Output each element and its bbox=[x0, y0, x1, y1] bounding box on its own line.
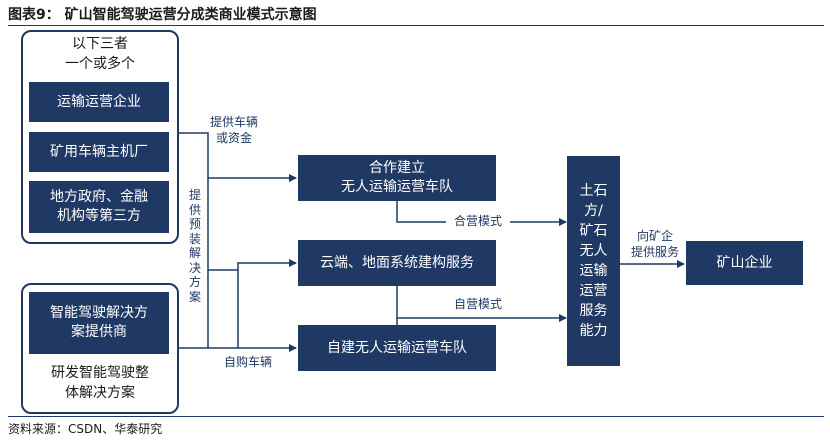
label-provide-solution: 提供预装解决方案 bbox=[188, 188, 201, 304]
label-to-mining: 向矿企 提供服务 bbox=[630, 229, 679, 259]
self-built-fleet-box: 自建无人运输运营车队 bbox=[298, 325, 496, 371]
connector-to-cloud-top bbox=[208, 259, 297, 271]
source-note: 资料来源：CSDN、华泰研究 bbox=[8, 422, 163, 436]
title-rule-top bbox=[8, 25, 824, 26]
stakeholder-vehicle-oem: 矿用车辆主机厂 bbox=[29, 132, 169, 172]
cloud-ground-system-box: 云端、地面系统建构服务 bbox=[298, 240, 496, 286]
label-provide-vehicles: 提供车辆 或资金 bbox=[209, 115, 258, 145]
label-self-mode: 自营模式 bbox=[446, 296, 510, 312]
label-joint-mode: 合营模式 bbox=[446, 213, 510, 229]
stakeholder-group-heading: 以下三者 一个或多个 bbox=[65, 36, 135, 72]
solution-provider-box: 智能驾驶解决方 案提供商 bbox=[29, 292, 169, 354]
label-self-purchase: 自购车辆 bbox=[223, 355, 272, 369]
service-capability-box: 土石 方/ 矿石 无人 运输 运营 服务 能力 bbox=[567, 156, 620, 366]
stakeholder-third-party: 地方政府、金融 机构等第三方 bbox=[29, 181, 169, 233]
joint-fleet-box: 合作建立 无人运输运营车队 bbox=[298, 155, 496, 201]
connector-group-to-joint bbox=[179, 132, 297, 182]
solution-provider-caption: 研发智能驾驶整 体解决方案 bbox=[51, 365, 149, 401]
figure-title: 图表9： 矿山智能驾驶运营分成类商业模式示意图 bbox=[8, 7, 317, 23]
mining-enterprise-box: 矿山企业 bbox=[686, 241, 803, 285]
title-rule-bottom bbox=[8, 416, 824, 417]
stakeholder-transport-operator: 运输运营企业 bbox=[29, 82, 169, 122]
